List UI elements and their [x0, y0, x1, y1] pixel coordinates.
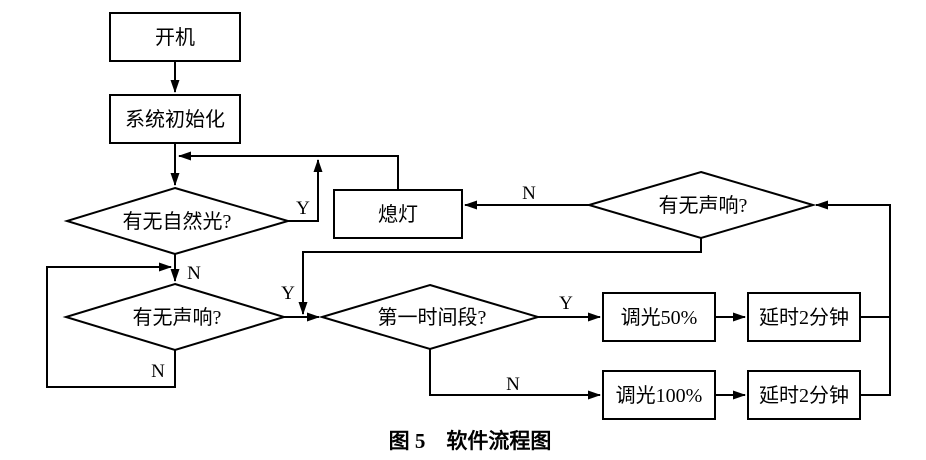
node-natural-light: 有无自然光? [63, 186, 292, 256]
edge-naturallight-yes [288, 159, 323, 222]
lights-off-label: 熄灯 [378, 203, 418, 226]
label-first-period-yes: Y [559, 293, 573, 314]
label-first-period-no: N [506, 374, 520, 395]
node-dim-50: 调光50% [602, 292, 716, 342]
node-delay-2min-top: 延时2分钟 [747, 292, 861, 342]
label-sound-left-no: N [151, 361, 165, 382]
label-natural-light-no: N [187, 263, 201, 284]
delay-2min-bottom-label: 延时2分钟 [759, 384, 849, 407]
node-first-period: 第一时间段? [318, 283, 542, 351]
first-period-label: 第一时间段? [378, 306, 487, 329]
sound-check-top-diamond [585, 170, 817, 240]
delay-2min-bottom-box [747, 370, 861, 420]
label-sound-merge-yes: Y [281, 283, 295, 304]
edge-soundleft-no-loop [46, 262, 176, 388]
label-natural-light-yes: Y [296, 198, 310, 219]
sound-check-left-label: 有无声响? [133, 306, 222, 329]
dim-100-label: 调光100% [616, 384, 703, 407]
system-init-box [109, 94, 241, 144]
dim-100-box [602, 370, 716, 420]
edge-lightsoff-return [178, 151, 399, 190]
node-system-init: 系统初始化 [109, 94, 241, 144]
dim-50-label: 调光50% [621, 306, 698, 329]
edge-firstperiod-no [429, 349, 601, 400]
first-period-diamond [318, 283, 542, 351]
delay-2min-top-label: 延时2分钟 [759, 306, 849, 329]
figure-caption: 图 5 软件流程图 [389, 429, 552, 453]
power-on-box [109, 12, 241, 62]
edge-soundtop-yes-merge [298, 238, 702, 315]
delay-2min-top-box [747, 292, 861, 342]
system-init-label: 系统初始化 [125, 108, 225, 131]
sound-check-top-label: 有无声响? [659, 194, 748, 217]
edge-trunk-to-soundtop [815, 200, 891, 396]
natural-light-diamond [63, 186, 292, 256]
node-sound-check-top: 有无声响? [585, 170, 817, 240]
dim-50-box [602, 292, 716, 342]
power-on-label: 开机 [155, 26, 195, 49]
node-power-on: 开机 [109, 12, 241, 62]
lights-off-box [333, 189, 463, 239]
natural-light-label: 有无自然光? [123, 210, 232, 233]
node-sound-check-left: 有无声响? [62, 282, 288, 352]
node-lights-off: 熄灯 [333, 189, 463, 239]
node-delay-2min-bottom: 延时2分钟 [747, 370, 861, 420]
node-dim-100: 调光100% [602, 370, 716, 420]
sound-check-left-diamond [62, 282, 288, 352]
label-sound-top-no: N [522, 183, 536, 204]
